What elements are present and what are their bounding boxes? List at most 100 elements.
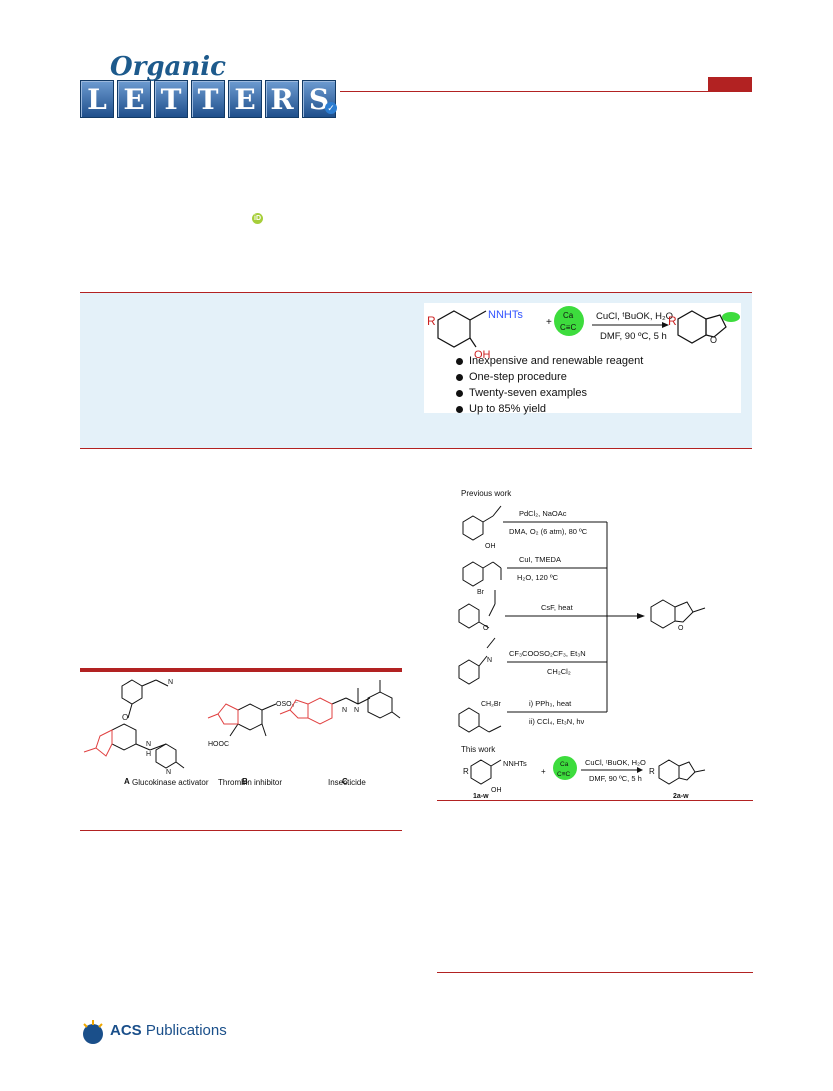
figure1-structures: O N H N N OSO₃⁻ HOOC (83, 679, 401, 786)
label-a: A (124, 777, 130, 786)
compound-b (229, 703, 277, 737)
svg-text:1a-w: 1a-w (473, 793, 489, 798)
masthead-organic: Organic (110, 52, 226, 82)
svg-text:Ca: Ca (560, 761, 569, 768)
toc-cc: C≡C (560, 323, 576, 332)
masthead-letter-tile: E (228, 80, 262, 118)
svg-text:R: R (463, 767, 469, 776)
svg-text:O: O (483, 625, 489, 632)
toc-bullet: One-step procedure (456, 369, 643, 385)
svg-text:H: H (146, 751, 151, 758)
route-arrows (503, 521, 637, 713)
svg-text:OH: OH (485, 543, 496, 550)
svg-text:CH₂Cl₂: CH₂Cl₂ (547, 667, 571, 676)
caption-c: Insecticide (328, 778, 366, 787)
svg-text:+: + (546, 317, 552, 328)
svg-text:N: N (354, 707, 359, 714)
check-badge-icon: ✓ (325, 102, 337, 114)
header-rule (340, 91, 752, 92)
this-work-product (658, 759, 706, 785)
svg-text:CH₂Br: CH₂Br (481, 701, 501, 708)
previous-work-heading: Previous work (461, 489, 512, 498)
masthead-letter-tile: L (80, 80, 114, 118)
calcium-carbide-icon (554, 306, 584, 336)
masthead-letter-tile: E (117, 80, 151, 118)
svg-text:OH: OH (491, 787, 502, 794)
scheme1: Previous work OH Br O N CH₂Br (437, 480, 753, 800)
figure1: O N H N N OSO₃⁻ HOOC (80, 674, 402, 794)
svg-text:OSO₃⁻: OSO₃⁻ (276, 701, 298, 708)
compound-c-benzofuran (279, 697, 333, 725)
toc-r-label: R (427, 314, 436, 328)
acs-publications-logo[interactable]: ACS Publications (80, 1018, 227, 1046)
compound-c (331, 680, 401, 719)
svg-text:R: R (649, 767, 655, 776)
svg-text:N: N (342, 707, 347, 714)
label-c: C (342, 777, 348, 786)
scheme1-product (650, 599, 706, 629)
route-substrates (458, 505, 502, 733)
svg-text:CsF, heat: CsF, heat (541, 603, 574, 612)
masthead-letter-tile: R (265, 80, 299, 118)
compound-a-benzofuran (83, 729, 113, 757)
scheme1-svg: Previous work OH Br O N CH₂Br (458, 489, 706, 800)
toc-graphic: R NNHTs OH + Ca C≡C CuCl, ᵗBuOK, H₂O DMF… (424, 303, 741, 415)
svg-text:PdCl₂, NaOAc: PdCl₂, NaOAc (519, 509, 567, 518)
scheme1-bottom-rule (437, 800, 753, 801)
svg-text:+: + (541, 767, 546, 776)
svg-text:C≡C: C≡C (557, 771, 570, 778)
toc-nnhts: NNHTs (488, 309, 523, 321)
svg-text:N: N (166, 769, 171, 776)
footer-rule (437, 972, 753, 973)
orcid-icon[interactable]: iD (252, 213, 263, 224)
label-b: B (242, 777, 248, 786)
figure1-top-rule (80, 668, 402, 672)
svg-text:DMA, O₂ (6 atm), 80 ºC: DMA, O₂ (6 atm), 80 ºC (509, 527, 588, 536)
bullet-icon (456, 373, 463, 381)
caption-b: Thrombin inhibitor (218, 778, 283, 787)
header-tab (708, 77, 752, 91)
bullet-icon (456, 389, 463, 397)
toc-conditions-bottom: DMF, 90 ºC, 5 h (600, 331, 667, 342)
svg-text:CF₃COOSO₂CF₃, Et₃N: CF₃COOSO₂CF₃, Et₃N (509, 649, 586, 658)
this-work-heading: This work (461, 745, 496, 754)
toc-bullet: Up to 85% yield (456, 401, 643, 417)
svg-text:2a-w: 2a-w (673, 793, 689, 798)
acs-sunburst-icon (83, 1020, 103, 1044)
svg-text:i) PPh₃, heat: i) PPh₃, heat (529, 699, 572, 708)
bullet-icon (456, 357, 463, 365)
figure1-bottom-rule (80, 830, 402, 831)
toc-product-o: O (710, 335, 717, 345)
toc-methyl-highlight (722, 312, 740, 322)
svg-text:DMF, 90 ºC, 5 h: DMF, 90 ºC, 5 h (589, 774, 642, 783)
toc-substrate (437, 310, 487, 348)
this-work-carbide-icon (553, 756, 577, 780)
toc-oh: OH (474, 349, 491, 361)
masthead-letter-tile: S (302, 80, 336, 118)
bullet-icon (456, 405, 463, 413)
toc-bullet: Twenty-seven examples (456, 385, 643, 401)
svg-text:Br: Br (477, 589, 485, 596)
svg-text:ii) CCl₄, Et₃N, hν: ii) CCl₄, Et₃N, hν (529, 717, 585, 726)
svg-text:O: O (678, 625, 684, 632)
masthead-letter-tile: T (154, 80, 188, 118)
toc-reaction-svg: R NNHTs OH + Ca C≡C CuCl, ᵗBuOK, H₂O DMF… (427, 306, 740, 361)
caption-a: Glucokinase activator (132, 778, 209, 787)
svg-text:H₂O, 120 ºC: H₂O, 120 ºC (517, 573, 559, 582)
svg-text:N: N (487, 657, 492, 664)
svg-text:N: N (168, 679, 173, 686)
masthead-letter-tile: T (191, 80, 225, 118)
compound-b-benzofuran (207, 703, 239, 725)
toc-bullet: Inexpensive and renewable reagent (456, 353, 643, 369)
svg-text:O: O (122, 713, 128, 722)
svg-text:HOOC: HOOC (208, 741, 229, 748)
toc-conditions-top: CuCl, ᵗBuOK, H₂O (596, 311, 673, 322)
this-work-substrate (470, 759, 502, 785)
toc-ca: Ca (563, 311, 574, 320)
toc-bullet-list: Inexpensive and renewable reagent One-st… (456, 353, 643, 417)
svg-text:CuCl, ᵗBuOK, H₂O: CuCl, ᵗBuOK, H₂O (585, 758, 646, 767)
toc-product-r: R (668, 314, 677, 328)
svg-text:CuI, TMEDA: CuI, TMEDA (519, 555, 561, 564)
